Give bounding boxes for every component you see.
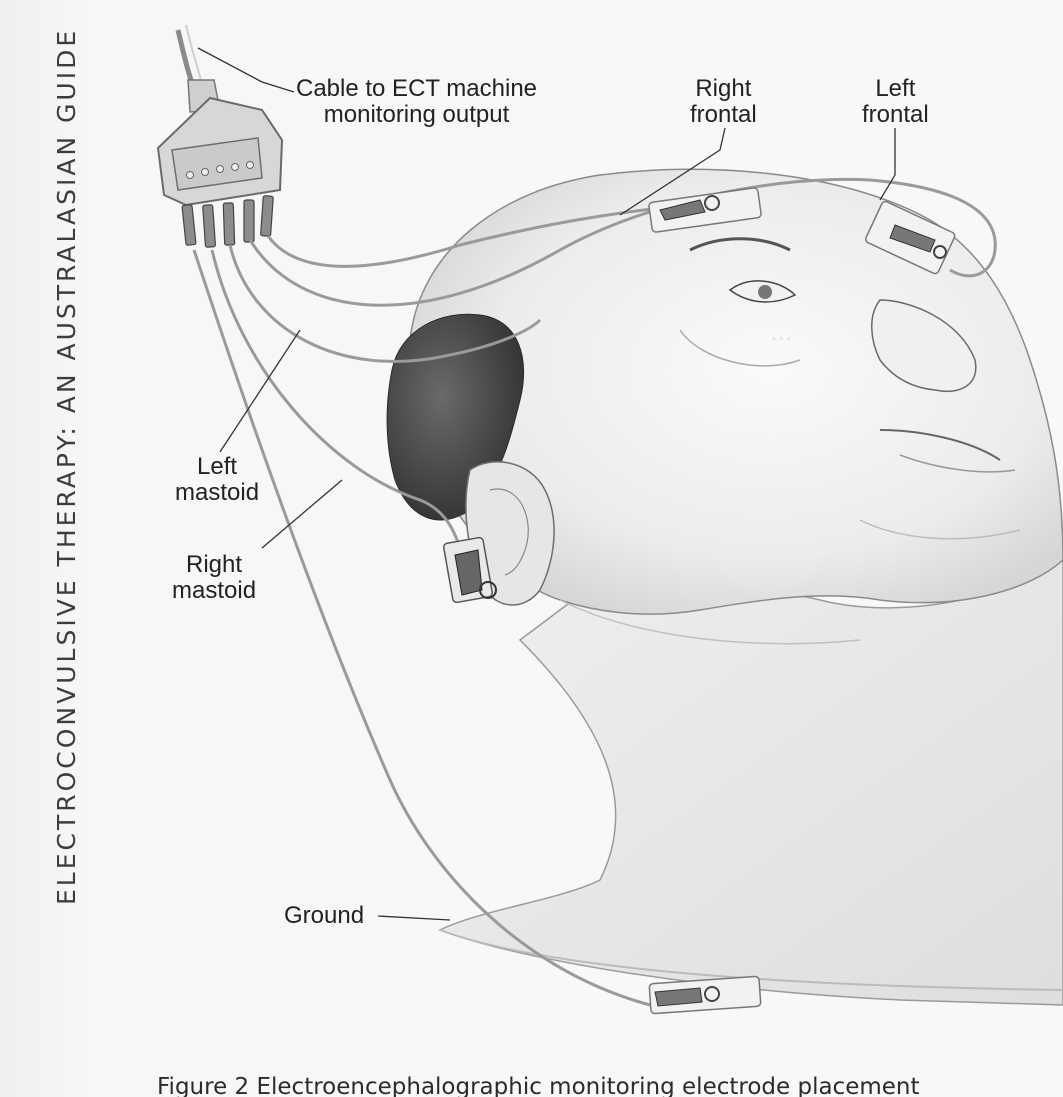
label-right-frontal: Right frontal bbox=[690, 76, 757, 128]
label-right-frontal-line1: Right bbox=[690, 76, 757, 102]
label-cable-to-ect: Cable to ECT machine monitoring output bbox=[296, 76, 537, 128]
iris-right bbox=[758, 285, 772, 299]
label-ground-text: Ground bbox=[284, 903, 364, 929]
label-left-mastoid-line1: Left bbox=[175, 454, 259, 480]
leader-ground bbox=[378, 916, 450, 920]
bleed-through-text: ... bbox=[770, 314, 793, 347]
label-left-frontal-line1: Left bbox=[862, 76, 929, 102]
leader-left-frontal bbox=[880, 128, 895, 200]
label-cable-line1: Cable to ECT machine bbox=[296, 76, 537, 102]
label-cable-line2: monitoring output bbox=[296, 102, 537, 128]
label-left-mastoid-line2: mastoid bbox=[175, 480, 259, 506]
label-right-mastoid-line2: mastoid bbox=[172, 578, 256, 604]
leader-left-mastoid bbox=[220, 330, 300, 452]
label-right-frontal-line2: frontal bbox=[690, 102, 757, 128]
label-right-mastoid-line1: Right bbox=[172, 552, 256, 578]
leader-right-mastoid bbox=[262, 480, 342, 548]
label-left-frontal: Left frontal bbox=[862, 76, 929, 128]
figure-caption: Figure 2 Electroencephalographic monitor… bbox=[157, 1074, 920, 1097]
neck-shape bbox=[440, 560, 1063, 1005]
svg-text:...: ... bbox=[770, 314, 793, 347]
label-right-mastoid: Right mastoid bbox=[172, 552, 256, 604]
label-left-frontal-line2: frontal bbox=[862, 102, 929, 128]
electrode-ground bbox=[649, 976, 761, 1014]
label-ground: Ground bbox=[284, 903, 364, 929]
label-left-mastoid: Left mastoid bbox=[175, 454, 259, 506]
